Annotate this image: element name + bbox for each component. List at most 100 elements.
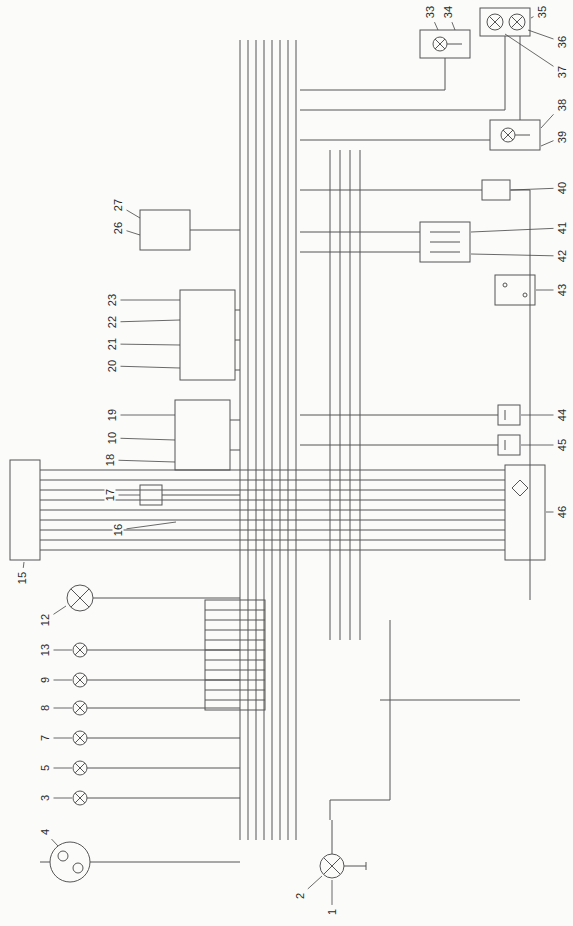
wire — [127, 231, 141, 235]
wire — [531, 17, 534, 18]
switch — [498, 435, 520, 455]
wire — [40, 470, 505, 471]
wire — [536, 290, 554, 291]
wire — [127, 522, 177, 529]
callout-number: 22 — [107, 315, 118, 329]
callout-number: 46 — [557, 505, 568, 519]
wire — [300, 130, 530, 140]
wire — [256, 40, 257, 840]
indicator-lamp — [73, 791, 87, 805]
wire — [75, 733, 85, 743]
wire — [541, 141, 554, 146]
callout-number: 4 — [40, 828, 51, 836]
wire — [505, 34, 554, 66]
callout-number: 1 — [327, 908, 338, 916]
wire — [541, 114, 554, 128]
wire — [300, 232, 460, 252]
wire — [205, 700, 265, 701]
wire — [521, 445, 554, 446]
relay — [482, 180, 510, 200]
wire — [87, 798, 240, 799]
wire — [23, 17, 553, 905]
callout-number: 3 — [40, 794, 51, 802]
wire — [75, 703, 85, 713]
callout-number: 10 — [107, 431, 118, 445]
switch-block — [175, 400, 230, 470]
callout-number: 15 — [17, 571, 28, 585]
callout-number: 26 — [113, 221, 124, 235]
wire — [435, 22, 439, 30]
callout-number: 18 — [105, 453, 116, 467]
callout-number: 33 — [425, 5, 436, 19]
wire — [40, 480, 505, 481]
callout-number: 43 — [557, 283, 568, 297]
wire — [87, 768, 240, 769]
headlamp — [50, 842, 90, 882]
wire — [308, 876, 322, 889]
callout-number: 23 — [107, 293, 118, 307]
wire — [205, 670, 265, 671]
indicator-lamp — [67, 585, 93, 611]
wire — [23, 562, 25, 568]
callout-number: 7 — [40, 734, 51, 742]
wire — [350, 150, 351, 640]
wire — [300, 410, 505, 450]
callout-number: 39 — [557, 130, 568, 144]
wire — [205, 640, 265, 641]
wire — [324, 820, 366, 874]
indicator-lamp — [73, 761, 87, 775]
wire — [330, 620, 520, 820]
callout-number: 36 — [557, 35, 568, 49]
wire — [40, 550, 505, 551]
callout-number: 37 — [557, 65, 568, 79]
wire — [300, 58, 445, 90]
wire — [121, 415, 176, 416]
wire — [54, 680, 73, 681]
callout-number: 40 — [557, 181, 568, 195]
wire — [54, 798, 73, 799]
wire — [471, 254, 554, 256]
wire — [264, 40, 265, 840]
wire — [121, 320, 181, 322]
wire — [40, 862, 240, 863]
wire — [54, 768, 73, 769]
wire — [205, 690, 265, 691]
wire — [121, 438, 176, 440]
wire — [288, 40, 289, 840]
callout-number: 9 — [40, 676, 51, 684]
wire — [546, 512, 554, 513]
wire — [75, 763, 85, 773]
wire — [54, 650, 73, 651]
wire — [75, 675, 85, 685]
wire — [75, 793, 85, 803]
wire — [205, 650, 265, 651]
wire — [121, 366, 181, 368]
wire — [471, 228, 554, 232]
callout-number: 27 — [113, 198, 124, 212]
switch — [498, 405, 520, 425]
wire — [119, 495, 141, 496]
callout-number: 35 — [537, 5, 548, 19]
callout-number: 42 — [557, 249, 568, 263]
wire — [54, 738, 73, 739]
callout-number: 16 — [113, 523, 124, 537]
callout-number: 41 — [557, 221, 568, 235]
wire — [523, 293, 527, 297]
connector-block — [10, 460, 40, 560]
wire — [330, 150, 331, 640]
horn — [140, 485, 162, 505]
wire — [75, 763, 85, 773]
wire — [121, 344, 181, 346]
callout-number: 34 — [443, 5, 454, 19]
indicator-lamp — [73, 673, 87, 687]
wire — [54, 606, 67, 614]
wire — [162, 230, 240, 495]
callout-number: 20 — [107, 359, 118, 373]
wire — [75, 703, 85, 713]
callout-number: 12 — [40, 613, 51, 627]
connector-block — [505, 465, 545, 560]
indicator-lamp — [73, 701, 87, 715]
wire — [40, 540, 505, 541]
